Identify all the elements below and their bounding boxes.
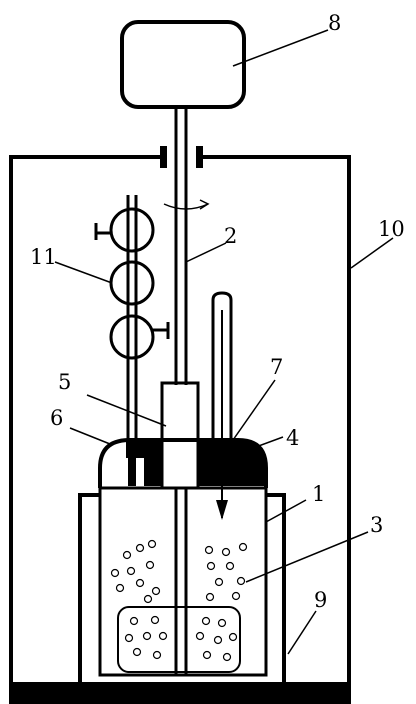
reactor-lid: [98, 438, 268, 488]
reactor-vessel: [98, 486, 268, 677]
label-8: 8: [328, 11, 341, 35]
shaft-coupling: [160, 381, 200, 490]
label-7: 7: [270, 355, 283, 379]
stirring-shaft: [174, 107, 188, 676]
outer-cabinet: [9, 155, 351, 704]
thermometer-holder: [208, 438, 240, 472]
label-4: 4: [286, 426, 299, 450]
shaft-bushing: [160, 146, 203, 168]
rotation-arrow-icon: [163, 199, 210, 210]
condenser: [94, 195, 170, 465]
label-10: 10: [378, 217, 405, 241]
stirring-paddle: [117, 606, 241, 673]
motor: [120, 20, 246, 109]
reaction-bubbles: [110, 539, 248, 662]
label-2: 2: [224, 224, 237, 248]
water-bath: [78, 493, 286, 682]
label-11: 11: [30, 245, 57, 269]
label-5: 5: [58, 370, 71, 394]
label-3: 3: [370, 513, 383, 537]
base-plate: [9, 682, 351, 704]
thermometer: [211, 291, 233, 520]
label-9: 9: [314, 588, 327, 612]
label-6: 6: [50, 406, 63, 430]
label-1: 1: [312, 482, 325, 506]
leader-lines: [54, 29, 394, 655]
